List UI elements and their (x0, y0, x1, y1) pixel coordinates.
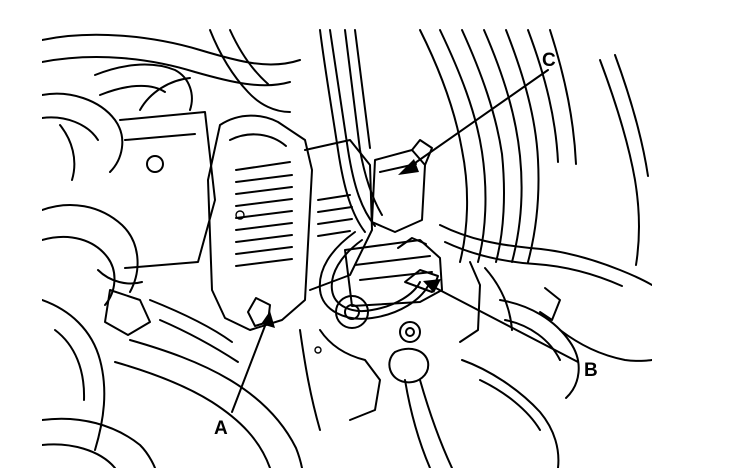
engine-linework (42, 29, 652, 468)
callout-b: B (423, 279, 598, 381)
right-side-hoses (419, 29, 652, 468)
callout-label-a: A (214, 418, 228, 439)
leader-line-a (231, 317, 269, 413)
pulley-and-bolts (299, 295, 453, 468)
arrowhead-b (423, 279, 441, 293)
arrowhead-c (398, 159, 419, 175)
lower-left-hoses (42, 299, 303, 468)
arrowhead-a (261, 311, 275, 328)
left-bracket (42, 111, 216, 451)
callout-label-b: B (584, 360, 598, 381)
leader-line-c (404, 69, 549, 171)
leader-line-b (429, 284, 579, 363)
upper-left-hoses (42, 29, 301, 181)
callout-a: A (214, 311, 275, 439)
callout-c: C (398, 50, 556, 175)
callout-label-c: C (542, 50, 556, 71)
